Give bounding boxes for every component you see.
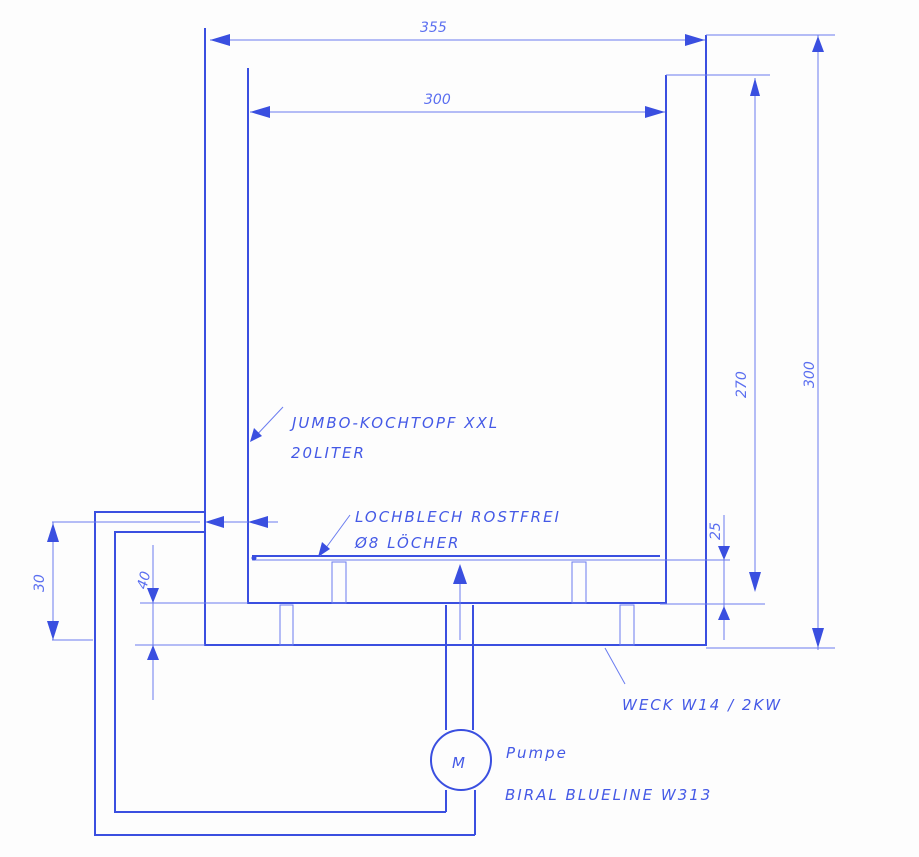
svg-text:40: 40 (134, 570, 154, 591)
svg-text:WECK W14 / 2KW: WECK W14 / 2KW (622, 696, 782, 714)
pot-label: JUMBO-KOCHTOPF XXL 20LITER (250, 406, 499, 462)
svg-text:300: 300 (424, 92, 451, 108)
sheet-label: LOCHBLECH ROSTFREI Ø8 LÖCHER (318, 508, 561, 557)
outer-vessel (204, 28, 707, 646)
flow-arrow-icon (453, 564, 467, 584)
dim-gap-height: 40 (134, 545, 248, 700)
dim-sheet-height: 25 (660, 515, 730, 640)
pump-symbol: M (452, 754, 467, 772)
perforated-sheet (251, 555, 660, 561)
dim-pipe-height: 30 (32, 516, 278, 641)
svg-text:Pumpe: Pumpe (506, 744, 568, 762)
dim-outer-width: 355 (210, 20, 705, 46)
center-pipe (445, 564, 476, 835)
inner-pot (247, 68, 667, 604)
pump: M (430, 729, 492, 791)
svg-text:270: 270 (734, 371, 750, 398)
return-loop (94, 511, 475, 836)
svg-text:BIRAL BLUELINE W313: BIRAL BLUELINE W313 (505, 786, 712, 804)
svg-text:30: 30 (32, 574, 48, 592)
svg-text:Ø8 LÖCHER: Ø8 LÖCHER (354, 533, 460, 552)
dim-outer-height: 300 (706, 34, 835, 650)
pump-label: Pumpe BIRAL BLUELINE W313 (505, 744, 712, 804)
svg-text:JUMBO-KOCHTOPF XXL: JUMBO-KOCHTOPF XXL (289, 414, 499, 432)
svg-text:300: 300 (802, 361, 818, 388)
svg-text:355: 355 (420, 20, 447, 36)
svg-text:25: 25 (708, 522, 724, 540)
dim-inner-height: 270 (660, 74, 770, 605)
heater-label: WECK W14 / 2KW (604, 647, 782, 714)
svg-text:20LITER: 20LITER (291, 444, 366, 462)
dim-inner-width: 300 (250, 92, 665, 118)
svg-text:LOCHBLECH ROSTFREI: LOCHBLECH ROSTFREI (355, 508, 561, 526)
supports (279, 561, 635, 646)
